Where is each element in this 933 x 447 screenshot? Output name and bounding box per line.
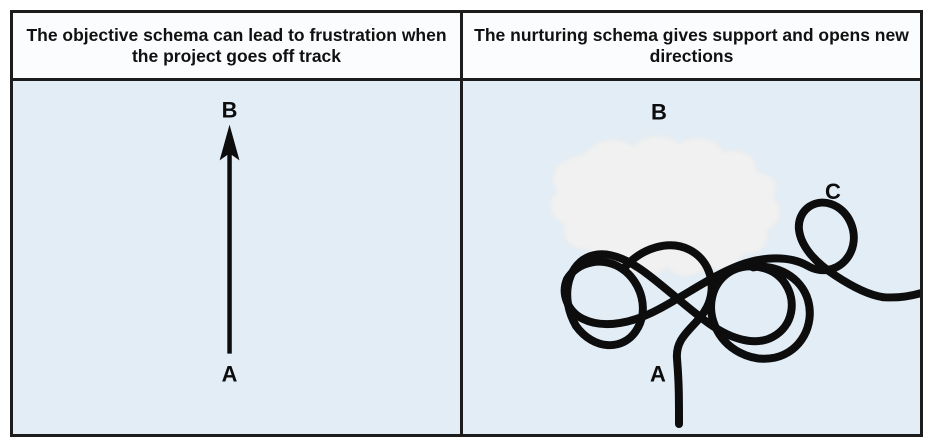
tangle-to-start (619, 241, 716, 429)
header-cell-nurturing-schema: The nurturing schema gives support and o… (463, 13, 920, 78)
comparison-figure: The objective schema can lead to frustra… (10, 10, 923, 437)
two-column-table: The objective schema can lead to frustra… (13, 13, 920, 434)
objective-schema-panel: B A (13, 81, 463, 434)
tangle-segment-upper (560, 254, 811, 329)
label-b-left: B (222, 98, 238, 123)
tangle-loop-left (563, 257, 647, 350)
label-c-right: C (825, 179, 841, 204)
objective-schema-diagram: B A (219, 98, 240, 386)
nurturing-schema-diagram: B A C (549, 100, 920, 429)
label-a-right: A (650, 362, 666, 387)
tangled-path-group (560, 198, 920, 429)
label-b-right: B (651, 100, 667, 125)
straight-arrow-group (219, 124, 240, 354)
nurturing-schema-panel: B A C (463, 81, 920, 434)
table-body-row: B A (13, 81, 920, 434)
arrow-head-icon (219, 124, 240, 161)
table-header-row: The objective schema can lead to frustra… (13, 13, 920, 81)
tangle-loop-top-right (794, 198, 887, 302)
exit-curve-to-c (879, 289, 920, 302)
header-text-objective-schema: The objective schema can lead to frustra… (26, 24, 447, 66)
label-a-left: A (222, 361, 238, 386)
header-text-nurturing-schema: The nurturing schema gives support and o… (474, 24, 909, 66)
header-cell-objective-schema: The objective schema can lead to frustra… (13, 13, 463, 78)
